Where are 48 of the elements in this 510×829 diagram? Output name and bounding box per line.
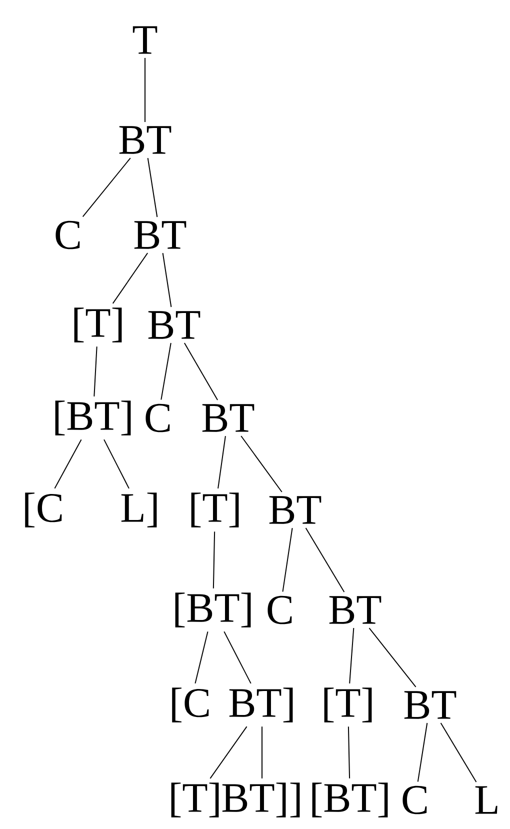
tree-branch	[112, 252, 148, 304]
tree-branch	[417, 722, 428, 782]
tree-branch	[240, 436, 282, 492]
tree-node-label: BT	[148, 311, 200, 339]
tree-branch	[349, 628, 354, 684]
tree-branch	[160, 342, 172, 400]
tree-node-label: [BT]	[55, 400, 131, 436]
tree-node-label: L	[475, 786, 498, 814]
tree-branch	[94, 346, 98, 397]
tree-branch	[282, 528, 293, 592]
tree-node-label: C	[146, 404, 170, 432]
tree-node-label: [C	[25, 492, 62, 528]
tree-node-label: BT	[119, 126, 172, 154]
tree-node-label: [C	[172, 688, 209, 722]
tree-node-label: BT]]	[222, 782, 300, 818]
tree-branch	[184, 342, 218, 400]
tree-branch	[147, 158, 158, 218]
tree-node-label: T	[132, 26, 158, 54]
tree-node-label: [BT]	[175, 592, 251, 628]
tree-branch	[348, 726, 350, 779]
tree-node-label: BT	[202, 404, 254, 432]
tree-branch	[144, 57, 146, 122]
tree-node-label: C	[268, 596, 292, 624]
tree-node-label: BT	[329, 596, 382, 624]
tree-branch	[104, 439, 130, 489]
tree-branch	[162, 252, 172, 308]
tree-branch	[210, 726, 248, 779]
tree-node-label: BT	[134, 221, 186, 249]
tree-node-label: [T]	[74, 308, 122, 342]
tree-node-label: L]	[121, 492, 157, 528]
tree-branch	[368, 628, 416, 688]
tree-branch	[54, 439, 82, 489]
tree-branch	[440, 722, 477, 783]
tree-node-label: C	[402, 786, 427, 814]
tree-branch	[218, 436, 226, 489]
tree-branch	[305, 528, 345, 592]
tree-node-label: [T]	[171, 782, 219, 818]
tree-branch	[82, 158, 131, 218]
tree-branch	[224, 631, 252, 684]
tree-branch	[212, 531, 216, 589]
tree-node-label: BT]	[229, 688, 293, 722]
tree-node-label: C	[56, 220, 80, 250]
tree-node-label: BT	[269, 496, 322, 524]
tree-node-label: [BT]	[312, 782, 388, 818]
tree-node-label: BT	[404, 691, 456, 719]
tree-node-label: [T]	[324, 688, 372, 722]
tree-branch	[194, 631, 208, 684]
tree-node-label: [T]	[191, 492, 239, 528]
